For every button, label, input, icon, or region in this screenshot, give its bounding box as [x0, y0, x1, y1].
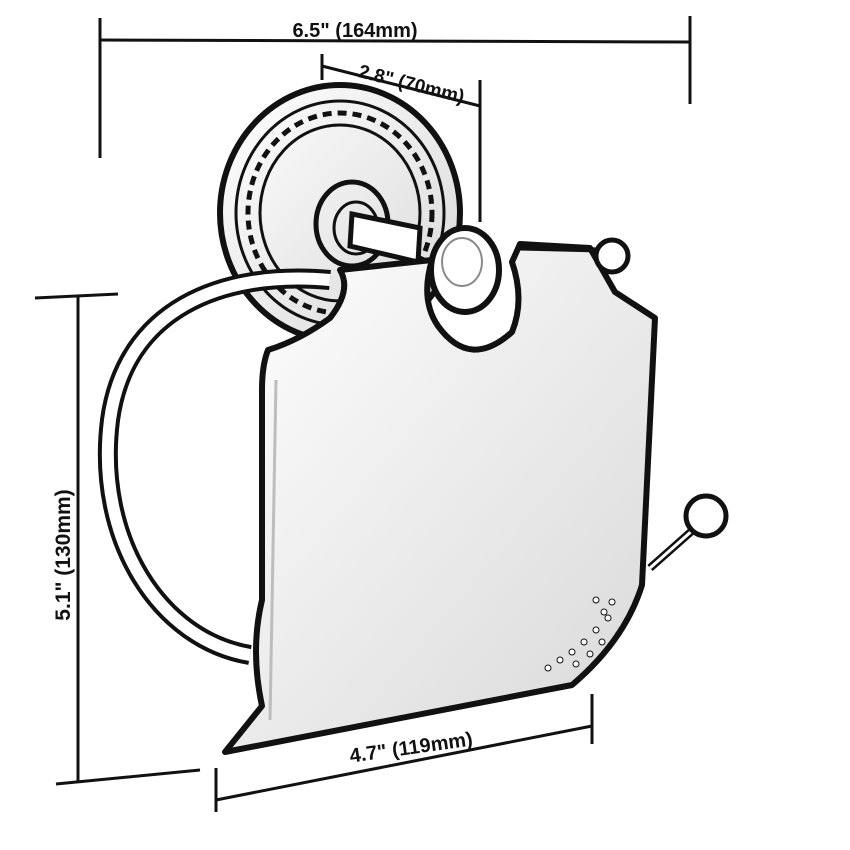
- cover-texture: [544, 596, 616, 672]
- post-knob: [428, 225, 502, 315]
- height-label: 5.1" (130mm): [52, 489, 75, 620]
- spring-pin: [647, 493, 729, 571]
- dimension-overall-width: [98, 16, 692, 158]
- dimension-cover-width: [214, 694, 594, 812]
- cover-knob: [519, 237, 631, 275]
- paper-arm: [97, 268, 331, 665]
- cover-plate: [222, 241, 658, 755]
- dimension-height: [34, 292, 201, 786]
- dimension-base-offset: [320, 54, 482, 222]
- overall-width-label: 6.5" (164mm): [292, 20, 417, 42]
